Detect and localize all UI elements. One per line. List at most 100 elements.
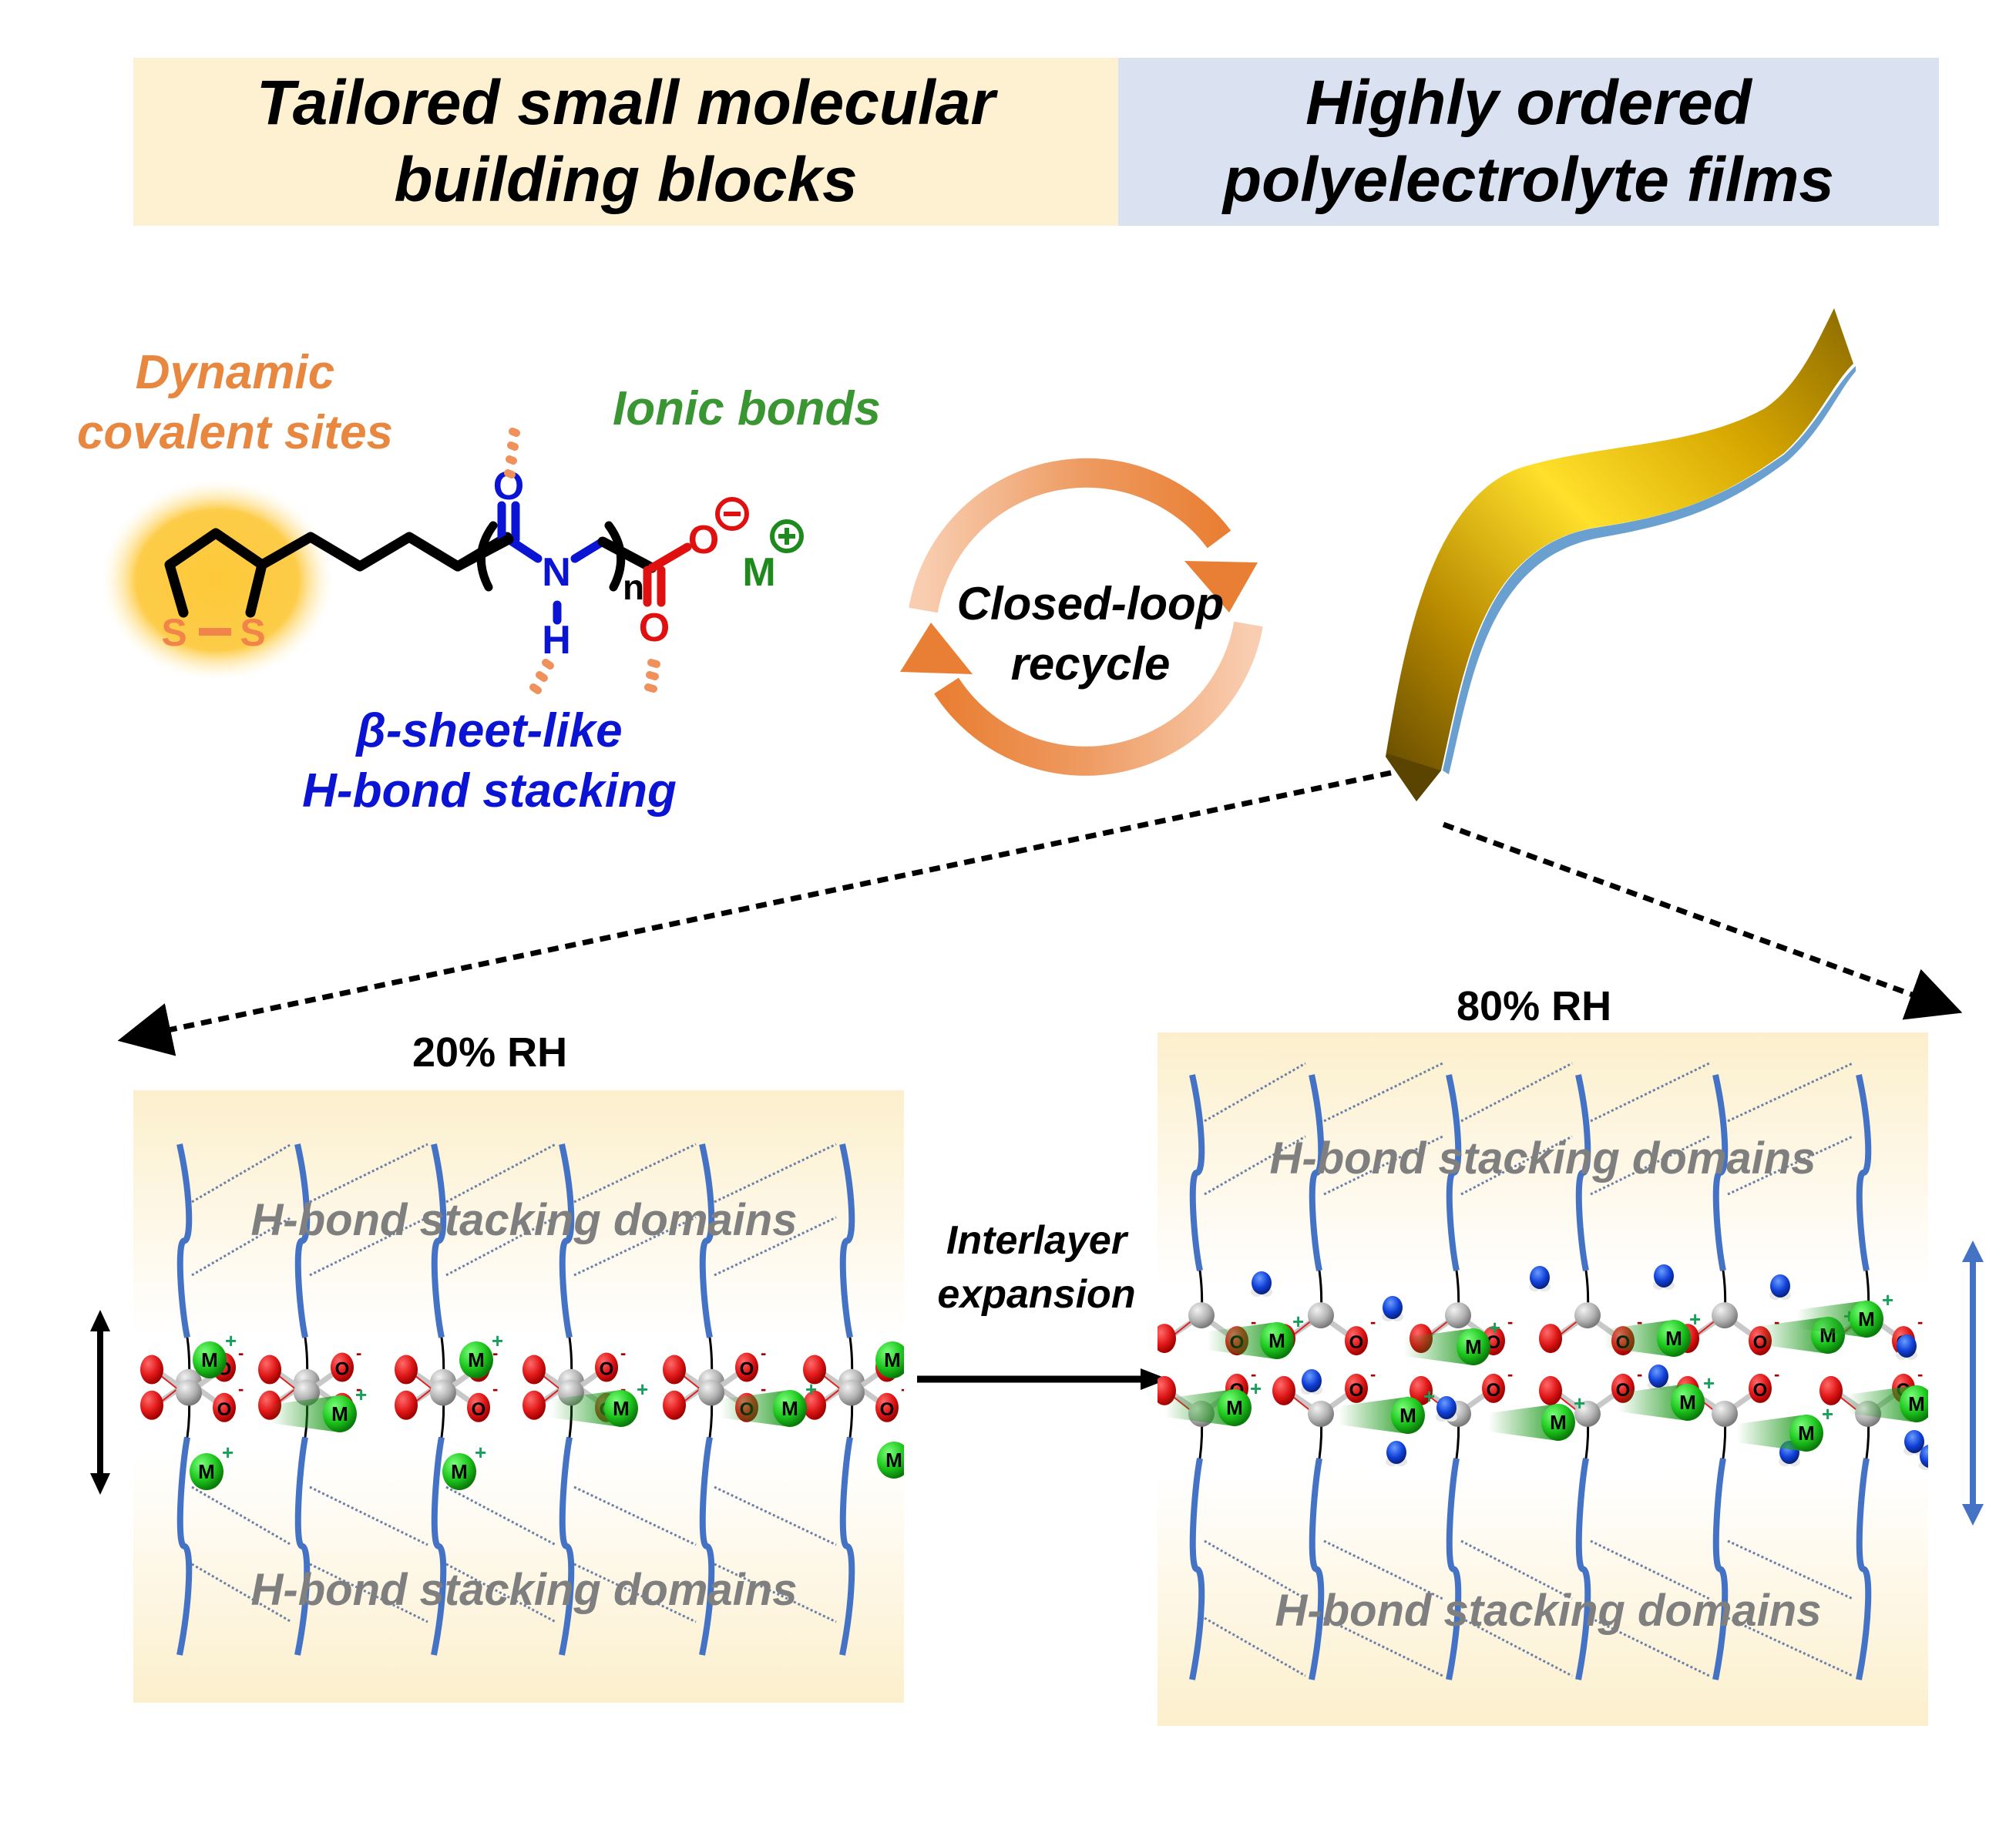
water-molecule — [1896, 1334, 1917, 1360]
cation-motion-trail — [1404, 1328, 1473, 1365]
cation-label: M — [1665, 1327, 1682, 1350]
oxygen-atom — [395, 1355, 418, 1385]
negative-charge: - — [492, 1344, 498, 1363]
cation-sphere — [1457, 1328, 1490, 1365]
expansion-arrow — [917, 1368, 1168, 1390]
water-molecule — [1769, 1274, 1791, 1300]
cation-motion-trail — [270, 1395, 340, 1432]
cation: M+ — [875, 1341, 904, 1378]
oxygen-label: O — [217, 1399, 232, 1420]
positive-charge: + — [1882, 1288, 1893, 1311]
cation-sphere — [1260, 1322, 1294, 1359]
cation-motion-trail — [1847, 1385, 1917, 1422]
cation-label: M — [1908, 1392, 1925, 1415]
positive-charge: + — [1574, 1392, 1585, 1415]
polymer-strand: O- — [1272, 1365, 1376, 1680]
cation-label: M — [613, 1397, 630, 1420]
carbon-atom — [1445, 1302, 1471, 1329]
hbond-dashes — [504, 428, 660, 694]
oxygen-atom — [522, 1390, 546, 1420]
oxygen-label: O — [1349, 1332, 1364, 1353]
chain-backbone — [176, 1143, 193, 1338]
hbond-dotted-line — [573, 1216, 697, 1277]
hbond-dotted-line — [1204, 1062, 1306, 1123]
low-cations: M+M+M+M+M+M+M+M+M+ — [190, 1329, 904, 1490]
oxygen-anion-atom — [1482, 1373, 1505, 1403]
carbon-atom — [1308, 1302, 1334, 1329]
cation-label: M — [451, 1460, 468, 1483]
chain-backbone — [1575, 1458, 1591, 1680]
cycle-arrowhead-left — [900, 623, 973, 674]
water-oxygen-atom — [1436, 1396, 1457, 1419]
header-right-line2: polyelectrolyte films — [1223, 145, 1834, 215]
cation: M+ — [270, 1383, 367, 1432]
cation-sphere — [1391, 1397, 1425, 1434]
positive-charge: + — [1292, 1310, 1304, 1333]
water-oxygen-atom — [1770, 1274, 1790, 1298]
oxygen-anion-atom — [467, 1392, 490, 1422]
negative-charge: - — [1251, 1312, 1256, 1331]
carbon-atom — [1712, 1400, 1738, 1427]
water-oxygen-atom — [1648, 1365, 1668, 1388]
cation-label: M — [331, 1402, 348, 1425]
cation-label: M — [884, 1348, 901, 1371]
cation-sphere — [1541, 1404, 1575, 1441]
hbond-dotted-line — [191, 1486, 292, 1546]
water-oxygen-atom — [1904, 1430, 1924, 1453]
oxygen-atom — [258, 1355, 281, 1385]
oxygen-atom — [1539, 1375, 1562, 1405]
chain-backbone — [1309, 1074, 1325, 1271]
cation: M+ — [1737, 1402, 1833, 1452]
water-molecule — [1653, 1264, 1675, 1290]
water-oxygen-atom — [1252, 1271, 1272, 1294]
negative-charge: - — [1370, 1365, 1376, 1384]
high-domain-top-label: H-bond stacking domains — [1270, 1133, 1816, 1183]
positive-charge: + — [225, 1329, 237, 1352]
cation-sphere — [773, 1390, 807, 1427]
high-top-layer: O-O-O-O-O-O- — [1158, 1062, 1923, 1356]
cation: M+ — [1604, 1308, 1701, 1357]
oxygen-atom — [1819, 1375, 1843, 1405]
high-bg-bottom — [1158, 1472, 1928, 1726]
dynamic-line2: covalent sites — [76, 406, 394, 459]
zoom-line-right — [1442, 821, 1963, 1020]
polymer-strand: O- — [140, 1344, 244, 1656]
hbond-dotted-line — [714, 1143, 837, 1204]
positive-charge: + — [492, 1329, 503, 1352]
cation: M+ — [1165, 1377, 1262, 1426]
cation-label: M — [1858, 1308, 1875, 1331]
water-oxygen-atom — [1654, 1264, 1674, 1287]
hbond-dotted-line — [1204, 1135, 1306, 1196]
carbon-atom — [838, 1379, 865, 1406]
cation-sphere — [442, 1453, 476, 1490]
oxygen-atom — [140, 1355, 163, 1385]
hbond-dotted-line — [1590, 1062, 1710, 1123]
negative-charge-icon — [715, 497, 749, 531]
cation-motion-trail — [1737, 1415, 1806, 1452]
atom-o-carbonyl: O — [639, 606, 670, 650]
header-right-line1: Highly ordered — [1305, 68, 1752, 138]
cation-m: M — [742, 550, 775, 595]
cation-sphere — [1657, 1320, 1691, 1357]
water-molecule — [1386, 1441, 1407, 1466]
hbond-dotted-line — [1590, 1539, 1710, 1600]
atom-n: N — [542, 550, 571, 595]
negative-charge: - — [761, 1344, 766, 1363]
carbon-atom — [698, 1379, 724, 1406]
cation: M+ — [1618, 1371, 1715, 1421]
hbond-dotted-line — [714, 1486, 837, 1546]
cation-motion-trail — [1797, 1301, 1866, 1338]
chain-backbone — [559, 1143, 575, 1338]
oxygen-label: O — [335, 1359, 350, 1380]
repeat-n: n — [623, 567, 644, 607]
positive-charge: + — [1489, 1316, 1500, 1339]
cation-label: M — [1268, 1329, 1285, 1352]
cation-motion-trail — [1339, 1397, 1408, 1434]
water-molecule — [1301, 1369, 1322, 1395]
carboxylate-group — [643, 542, 692, 607]
hbond-dotted-line — [573, 1143, 697, 1204]
low-bg-top — [133, 1090, 904, 1337]
low-domain-bottom-label: H-bond stacking domains — [251, 1565, 798, 1615]
recycle-line1: Closed-loop — [956, 578, 1225, 629]
hbond-dotted-line — [1590, 1135, 1710, 1196]
